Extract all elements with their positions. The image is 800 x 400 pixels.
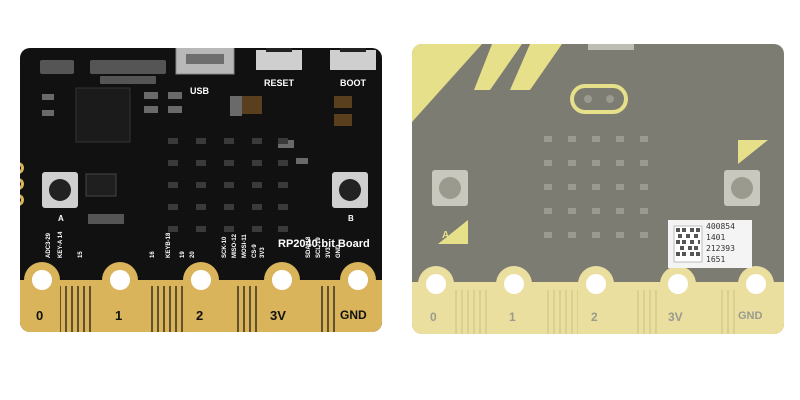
pad-label-3v: 3V [270, 308, 286, 323]
pin-label: KEY-A 14 [58, 231, 64, 258]
back-button-b-label: B [746, 142, 754, 153]
pin-label: SCL-19 [316, 237, 322, 258]
back-button-a-label: A [442, 230, 450, 241]
sticker-line: 400854 [706, 222, 735, 231]
pin-label: 20 [190, 251, 196, 258]
button-a-label: A [58, 214, 64, 223]
pin-label: 16 [150, 251, 156, 258]
pad-label-1: 1 [115, 308, 123, 323]
back-pad-label-2: 2 [591, 310, 598, 324]
rp2040-bit-board-front: USB RESET BOOT A B RP2040:bit Board ADC3… [20, 48, 382, 332]
pad-label-0: 0 [36, 308, 44, 323]
back-pad-label-3v: 3V [668, 310, 683, 324]
sticker-line: 1651 [706, 255, 726, 264]
pin-label: 3V3 [260, 247, 266, 258]
pad-label-gnd: GND [340, 308, 367, 322]
pin-label: SDA-18 [306, 236, 312, 258]
sticker-line: 212393 [706, 244, 735, 253]
pad-label-2: 2 [196, 308, 204, 323]
button-b-label: B [348, 214, 354, 223]
pin-label: GND [336, 244, 342, 258]
pin-label: KEYB-18 [166, 232, 172, 258]
pin-label: SCK-10 [222, 236, 228, 258]
board-back-silhouette: A B 400854 1401 212393 1651 0 1 2 3V GND [412, 44, 784, 334]
pin-label: MISO-12 [232, 233, 238, 258]
pin-label: ADC3-29 [46, 232, 52, 258]
pin-label: 19 [180, 251, 186, 258]
back-pad-label-gnd: GND [738, 310, 763, 322]
pin-label: 3V3 [326, 247, 332, 258]
pin-label: 15 [78, 251, 84, 258]
boot-label: BOOT [340, 78, 366, 88]
board-name: RP2040:bit Board [278, 238, 370, 250]
pin-label: MOSI-11 [242, 234, 248, 258]
reset-label: RESET [264, 78, 295, 88]
back-pad-label-1: 1 [509, 310, 516, 324]
back-pad-label-0: 0 [430, 310, 437, 324]
pin-label: CS-9 [252, 244, 258, 258]
sticker-line: 1401 [706, 233, 726, 242]
usb-label: USB [190, 86, 210, 96]
